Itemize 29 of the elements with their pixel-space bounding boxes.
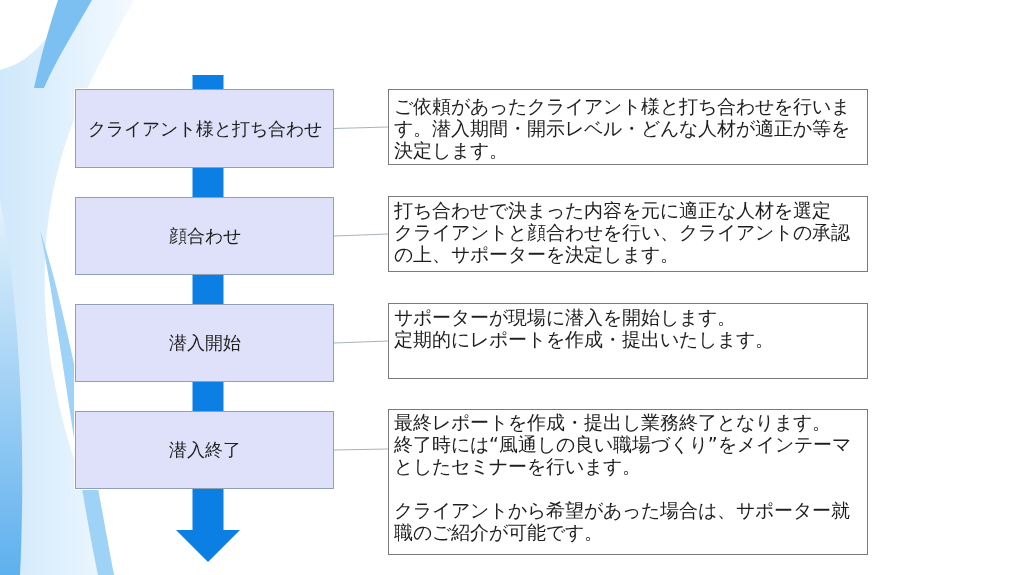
step-box — [75, 411, 334, 489]
arrow-shaft — [192, 275, 224, 304]
description-text: ご依頼があったクライアント様と打ち合わせを行います。潜入期間・開示レベル・どんな人材が適正か等を決定します。 — [394, 95, 851, 161]
description-text: クライアントと顔合わせを行い、クライアントの承認の上、サポーターを決定します。 — [394, 221, 851, 265]
description-text: 定期的にレポートを作成・提出いたします。 — [394, 328, 774, 350]
step-label: 顔合わせ — [168, 225, 241, 247]
step-box — [75, 304, 334, 382]
connector-line — [333, 126, 389, 130]
description-text: 打ち合わせで決まった内容を元に適正な人材を選定 — [394, 199, 831, 221]
description-text: 終了時には“風通しの良い職場づくり”をメインテーマとしたセミナーを行います。 — [394, 433, 852, 477]
description-box — [388, 303, 868, 379]
description-text: サポーターが現場に潜入を開始します。 — [394, 306, 736, 328]
connector-line — [333, 340, 389, 344]
arrow-shaft — [192, 168, 224, 197]
description-box — [388, 89, 868, 165]
description-box — [388, 196, 868, 272]
description-text: クライアントから希望があった場合は、サポーター就職のご紹介が可能です。 — [394, 499, 851, 543]
connector-line — [333, 448, 389, 451]
description-text: 最終レポートを作成・提出し業務終了となります。 — [394, 411, 831, 433]
step-label: 潜入終了 — [168, 439, 241, 461]
description-box — [388, 409, 868, 555]
flow-arrow — [176, 489, 240, 562]
step-box — [75, 89, 334, 168]
arrow-shaft — [192, 75, 224, 89]
arrow-shaft — [192, 382, 224, 411]
step-label: クライアント様と打ち合わせ — [87, 117, 322, 140]
step-label: 潜入開始 — [168, 332, 241, 354]
step-box — [75, 197, 334, 275]
connector-line — [333, 233, 389, 237]
